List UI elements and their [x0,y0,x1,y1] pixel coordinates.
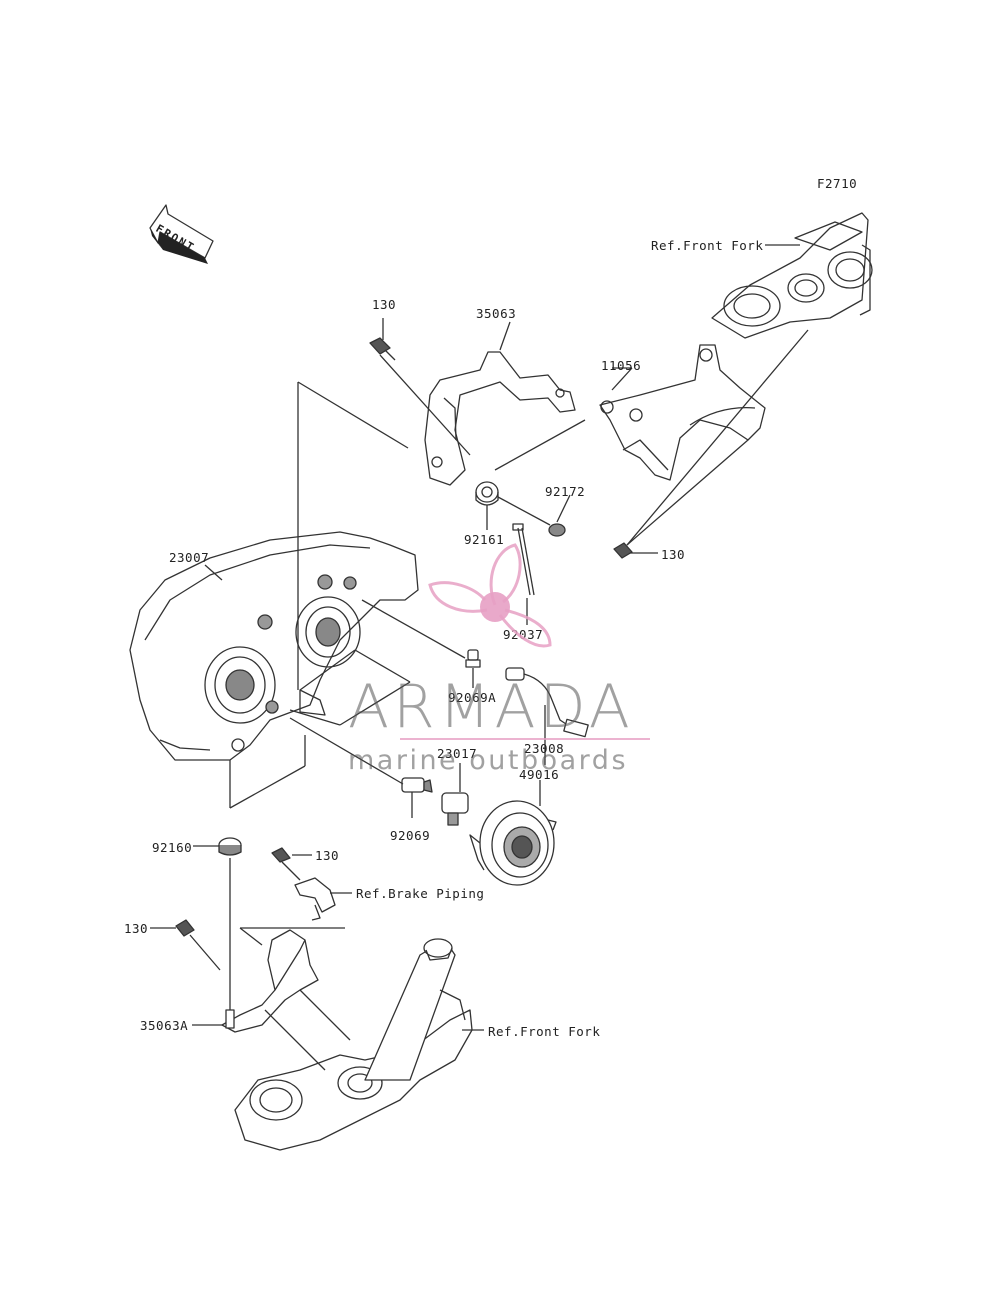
strap-92037 [512,523,535,596]
socket-23017 [441,792,469,826]
lower-fork-bracket [234,938,473,1151]
bulb-92069a [465,649,481,668]
bracket-35063 [424,351,576,486]
part-92069-label: 92069 [390,828,431,843]
watermark-divider [400,738,650,740]
part-130-right-label: 130 [661,547,686,562]
part-23008-label: 23008 [524,741,565,756]
bolt-130-lower-icon [175,919,195,937]
front-arrow-icon [149,204,214,264]
grommet-92160 [218,837,242,856]
bolt-130-middle-icon [271,847,291,863]
part-35063-label: 35063 [476,306,517,321]
armada-propeller-logo [428,543,552,648]
grommet-92161 [475,481,499,506]
part-92160-label: 92160 [152,840,193,855]
part-130-lower-label: 130 [124,921,149,936]
part-130-top-label: 130 [372,297,397,312]
ref-brake-piping-label: Ref.Brake Piping [356,886,485,901]
headlight-assembly-23007 [129,531,419,761]
bulb-92069 [401,777,433,793]
part-130-middle-label: 130 [315,848,340,863]
part-92069a-label: 92069A [448,690,497,705]
watermark-subtitle: marine outboards [348,745,629,776]
socket-23008 [505,667,589,738]
part-92161-label: 92161 [464,532,505,547]
part-92172-label: 92172 [545,484,586,499]
bracket-35063a [221,929,319,1033]
watermark-title: ARMADA [348,672,634,742]
part-35063a-label: 35063A [140,1018,189,1033]
ref-front-fork-bottom-label: Ref.Front Fork [488,1024,601,1039]
bolt-130-right-icon [613,542,633,559]
part-11056-label: 11056 [601,358,642,373]
bolt-130-top-icon [369,337,396,361]
part-49016-label: 49016 [519,767,560,782]
ref-front-fork-top-label: Ref.Front Fork [651,238,764,253]
brake-piping-clamp [294,877,336,921]
cover-49016 [469,800,557,886]
diagram-code: F2710 [817,176,858,191]
upper-fork-bracket [711,212,873,339]
part-23017-label: 23017 [437,746,478,761]
part-23007-label: 23007 [169,550,210,565]
clip-92172-icon [548,523,566,537]
